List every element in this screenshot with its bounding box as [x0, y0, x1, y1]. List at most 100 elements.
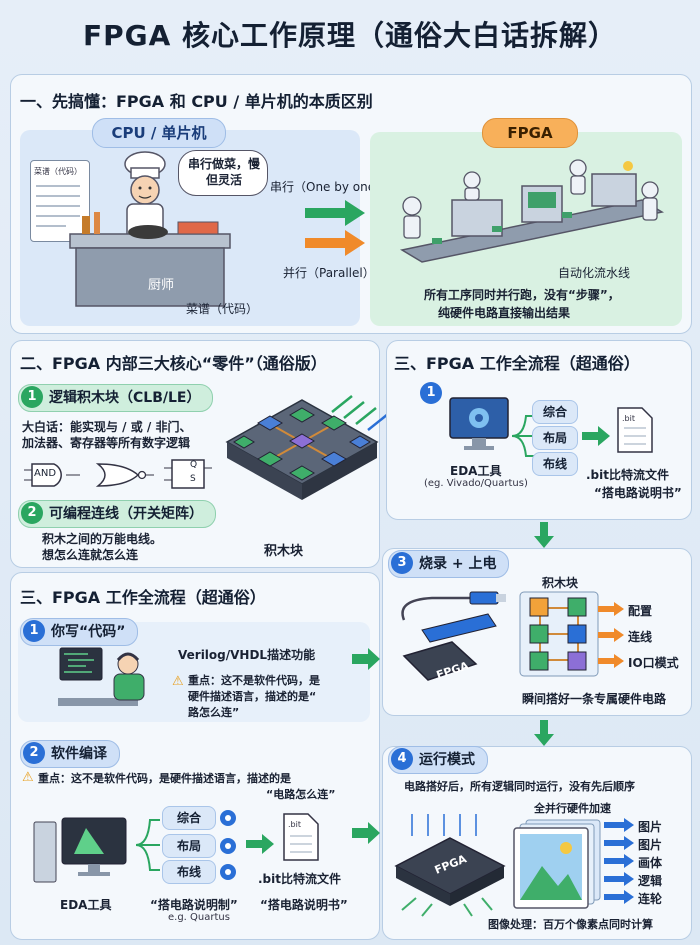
item2-desc-line1: 积木之间的万能电线。 [42, 532, 163, 546]
right-arrow-2 [352, 822, 380, 844]
parallel-label: 并行（Parallel） [283, 266, 375, 280]
step1-pill: 1 你写“代码” [20, 618, 139, 646]
out4-2: 画体 [638, 856, 663, 870]
out4-1: 图片 [638, 838, 663, 852]
cap-right: “搭电路说明书” [260, 898, 348, 912]
item2-desc-line2: 想怎么连就怎么连 [42, 548, 139, 562]
step2-num: 2 [23, 742, 45, 764]
flipflop-s: S [190, 474, 196, 484]
warn-icon-1: ⚠ [172, 674, 184, 689]
blocks-label: 积木块 [542, 576, 579, 590]
pipeline-label: 自动化流水线 [558, 266, 631, 280]
section2-heading: 二、FPGA 内部三大核心“零件”（通俗版） [20, 354, 327, 373]
note2-line2: “电路怎么连” [266, 788, 336, 801]
item1-desc-line2: 加法器、寄存器等所有数字逻辑 [22, 436, 191, 450]
section3-top-heading: 三、FPGA 工作全流程（超通俗） [394, 354, 640, 373]
section1-heading: 一、先搞懂：FPGA 和 CPU / 单片机的本质区别 [20, 92, 373, 111]
bit-ext-top: .bit [622, 414, 635, 423]
config-blocks-icon [519, 591, 599, 677]
bit-file-icon-top [617, 407, 653, 453]
fpga-chip-parallel-icon [394, 814, 506, 917]
speech-text: 串行做菜，慢但灵活 [188, 157, 261, 187]
step3-pill: 3 烧录 + 上电 [388, 550, 510, 578]
bit-ext-left: .bit [288, 820, 301, 829]
and-gate-label: AND [34, 468, 57, 479]
out-wiring: 连线 [628, 630, 653, 644]
step-placement-left: 布局 [162, 834, 216, 858]
step-placement-top: 布局 [532, 426, 578, 450]
step-routing-top: 布线 [532, 452, 578, 476]
step4-desc: 电路搭好后，所有逻辑同时运行，没有先后顺序 [404, 780, 635, 793]
to-bitfile-arrow-top [582, 426, 610, 446]
eda-label-left: EDA工具 [60, 898, 112, 912]
item2-num: 2 [21, 502, 43, 524]
recipe-title: 菜谱（代码） [34, 167, 82, 176]
to-bitfile-arrow-left [246, 834, 274, 854]
note1-line2: 硬件描述语言，描述的是“ [188, 690, 317, 703]
recipe-lines [36, 185, 80, 227]
out4-0: 图片 [638, 820, 663, 834]
item1-num: 1 [21, 386, 43, 408]
chef-label: 厨师 [148, 278, 175, 293]
step-synthesis-left: 综合 [162, 806, 216, 830]
step4-num: 4 [391, 748, 413, 770]
step-routing-left: 布线 [162, 860, 216, 884]
flipflop-icon [164, 459, 212, 489]
fpga-desc-line2: 纯硬件电路直接输出结果 [438, 306, 571, 320]
bit-sub-top: “搭电路说明书” [594, 486, 682, 500]
step1-num: 1 [23, 620, 45, 642]
verilog-label: Verilog/VHDL描述功能 [178, 648, 316, 662]
step1-title: 你写“代码” [51, 624, 126, 640]
step4-pill: 4 运行模式 [388, 746, 488, 774]
eda-monitor-icon [449, 397, 509, 450]
step2-pill: 2 软件编译 [20, 740, 120, 768]
step4-title: 运行模式 [419, 752, 475, 768]
image-out-arrows [604, 818, 634, 904]
down-arrow-2 [534, 720, 554, 746]
note2-line1: 重点：这不是软件代码，是硬件描述语言，描述的是 [38, 772, 291, 785]
step2-title: 软件编译 [51, 746, 107, 762]
branch-arrows-left [135, 819, 160, 871]
chip-label: 积木块 [264, 544, 304, 559]
eda-sub-top: (eg. Vivado/Quartus) [424, 478, 528, 489]
parallel-arrow [305, 230, 365, 256]
item1-title: 逻辑积木块（CLB/LE） [49, 390, 201, 406]
recipe-clipboard [30, 160, 90, 242]
note1-line1: 重点：这不是软件代码，是 [188, 674, 320, 687]
right-arrow-1 [352, 648, 380, 670]
item1-desc-line1: 大白话：能实现与 / 或 / 非门、 [22, 420, 192, 434]
cap-left-sub: e.g. Quartus [168, 912, 230, 923]
cpu-label: CPU / 单片机 [92, 118, 226, 148]
step3-caption: 瞬间搭好一条专属硬件电路 [522, 692, 667, 706]
accel-label: 全并行硬件加速 [534, 802, 611, 815]
out4-4: 连轮 [638, 892, 663, 906]
flipflop-q: Q [190, 460, 198, 470]
kitchen-counter [69, 212, 231, 307]
serial-label: 串行（One by one） [270, 180, 388, 194]
usb-programmer-icon [401, 591, 506, 681]
cap-left: “搭电路说明制” [150, 898, 238, 912]
step-synthesis-top: 综合 [532, 400, 578, 424]
gear-icons [220, 810, 236, 880]
section3-top-num: 1 [420, 382, 442, 404]
assembly-line-icon [399, 159, 665, 263]
out-io: IO口模式 [628, 656, 679, 670]
speech-bubble [178, 150, 268, 196]
step3-num: 3 [391, 552, 413, 574]
warn-icon-2: ⚠ [22, 770, 34, 785]
and-gate-icon [24, 463, 80, 487]
down-arrow-1 [534, 522, 554, 548]
page-title: FPGA 核心工作原理（通俗大白话拆解） [82, 19, 618, 52]
item2-title: 可编程连线（开关矩阵） [49, 506, 203, 522]
eda-computer-icon [33, 817, 127, 883]
bit-label-top: .bit比特流文件 [586, 468, 669, 482]
fpga-label: FPGA [482, 118, 578, 148]
out4-3: 逻辑 [638, 874, 663, 888]
step4-caption: 图像处理：百万个像素点同时计算 [488, 918, 653, 931]
coder-icon [58, 647, 145, 706]
config-out-arrows [598, 602, 624, 668]
fpga-desc-line1: 所有工序同时并行跑，没有“步骤”， [424, 288, 620, 302]
bit-file-icon-left [283, 813, 319, 861]
item2-pill: 2 可编程连线（开关矩阵） [18, 500, 216, 528]
